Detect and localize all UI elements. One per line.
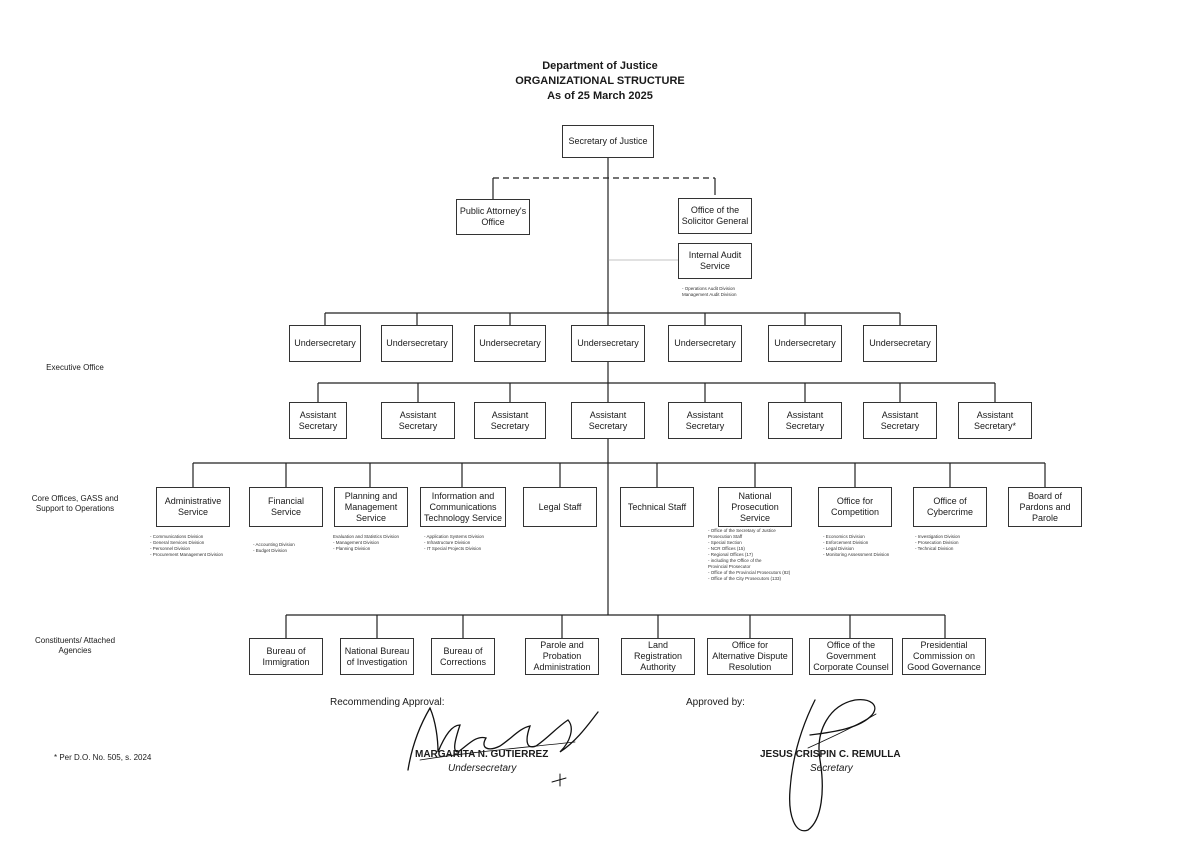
undersecretary-box: Undersecretary <box>474 325 546 362</box>
office-of-cybercrime-box: Office of Cybercrime <box>913 487 987 527</box>
solicitor-general-box: Office of the Solicitor General <box>678 198 752 234</box>
internal-audit-service-box: Internal Audit Service <box>678 243 752 279</box>
constituents-label: Constituents/ Attached Agencies <box>34 636 116 655</box>
executive-office-label: Executive Office <box>46 363 104 372</box>
financial-service-box: Financial Service <box>249 487 323 527</box>
government-corporate-counsel-box: Office of the Government Corporate Couns… <box>809 638 893 675</box>
bureau-of-corrections-box: Bureau of Corrections <box>431 638 495 675</box>
assistant-secretary-box: Assistant Secretary <box>381 402 455 439</box>
assistant-secretary-box: Assistant Secretary <box>668 402 742 439</box>
office-of-cybercrime-divisions: - Investigation Division - Prosecution D… <box>915 534 961 551</box>
bureau-of-immigration-box: Bureau of Immigration <box>249 638 323 675</box>
undersecretary-box: Undersecretary <box>381 325 453 362</box>
header-title: ORGANIZATIONAL STRUCTURE <box>515 75 685 87</box>
undersecretary-box: Undersecretary <box>668 325 742 362</box>
assistant-secretary-box: Assistant Secretary* <box>958 402 1032 439</box>
legal-staff-box: Legal Staff <box>523 487 597 527</box>
core-offices-label: Core Offices, GASS and Support to Operat… <box>31 494 119 513</box>
office-for-competition-divisions: - Economics Division - Enforcement Divis… <box>823 534 890 557</box>
planning-management-divisions: Evaluation and Statistics Division - Man… <box>333 534 400 551</box>
recommending-approval-label: Recommending Approval: <box>330 697 445 708</box>
national-prosecution-service-box: National Prosecution Service <box>718 487 792 527</box>
assistant-secretary-box: Assistant Secretary <box>768 402 842 439</box>
board-of-pardons-parole-box: Board of Pardons and Parole <box>1008 487 1082 527</box>
footnote: * Per D.O. No. 505, s. 2024 <box>54 753 152 762</box>
pcgg-box: Presidential Commission on Good Governan… <box>902 638 986 675</box>
undersecretary-box: Undersecretary <box>571 325 645 362</box>
public-attorneys-office-box: Public Attorney's Office <box>456 199 530 235</box>
assistant-secretary-box: Assistant Secretary <box>474 402 546 439</box>
assistant-secretary-box: Assistant Secretary <box>289 402 347 439</box>
technical-staff-box: Technical Staff <box>620 487 694 527</box>
assistant-secretary-box: Assistant Secretary <box>571 402 645 439</box>
header-department: Department of Justice <box>542 60 658 72</box>
office-for-competition-box: Office for Competition <box>818 487 892 527</box>
alternative-dispute-resolution-box: Office for Alternative Dispute Resolutio… <box>707 638 793 675</box>
header-date: As of 25 March 2025 <box>547 90 653 102</box>
nbi-box: National Bureau of Investigation <box>340 638 414 675</box>
secretary-of-justice-box: Secretary of Justice <box>562 125 654 158</box>
ias-divisions: - Operations Audit Division Management A… <box>682 286 737 297</box>
undersecretary-box: Undersecretary <box>863 325 937 362</box>
ict-service-box: Information and Communications Technolog… <box>420 487 506 527</box>
approved-title: Secretary <box>810 763 853 774</box>
national-prosecution-divisions: - Office of the Secretary of Justice Pro… <box>708 528 791 581</box>
planning-management-service-box: Planning and Management Service <box>334 487 408 527</box>
undersecretary-box: Undersecretary <box>289 325 361 362</box>
approved-name: JESUS CRISPIN C. REMULLA <box>760 749 901 760</box>
financial-service-divisions: - Accounting Division - Budget Division <box>253 542 295 553</box>
recommending-name: MARGARITA N. GUTIERREZ <box>415 749 549 760</box>
approved-by-label: Approved by: <box>686 697 745 708</box>
administrative-service-divisions: - Communications Division - General Serv… <box>150 534 224 557</box>
parole-probation-administration-box: Parole and Probation Administration <box>525 638 599 675</box>
undersecretary-box: Undersecretary <box>768 325 842 362</box>
assistant-secretary-box: Assistant Secretary <box>863 402 937 439</box>
ict-service-divisions: - Application Systems Division - Infrast… <box>424 534 485 551</box>
recommending-title: Undersecretary <box>448 763 517 774</box>
land-registration-authority-box: Land Registration Authority <box>621 638 695 675</box>
administrative-service-box: Administrative Service <box>156 487 230 527</box>
